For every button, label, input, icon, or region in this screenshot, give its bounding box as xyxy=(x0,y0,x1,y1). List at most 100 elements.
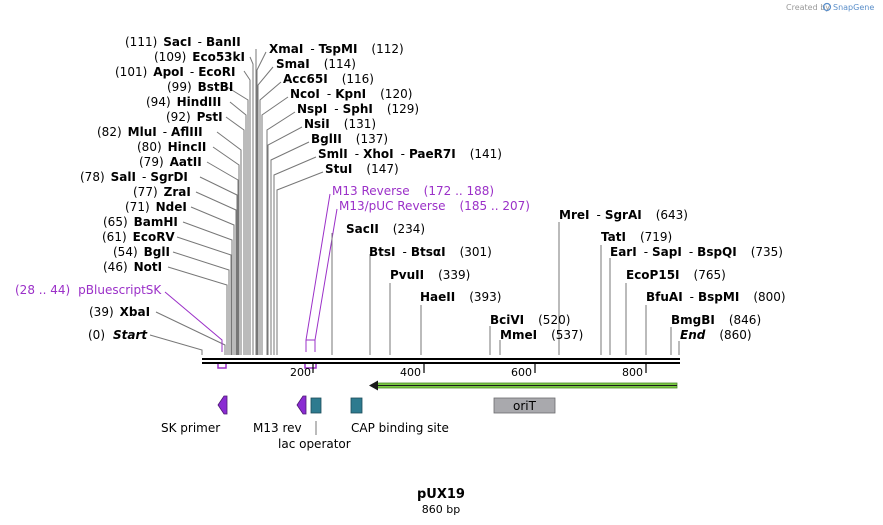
leader-nsii xyxy=(267,126,303,355)
site-label-ecorv: (61)EcoRV xyxy=(102,230,175,244)
site-label-bmgbi: BmgBI(846) xyxy=(671,313,761,327)
site-label-xmai: XmaI-TspMI(112) xyxy=(269,42,404,56)
ruler-label-200: 200 xyxy=(290,366,311,379)
site-label-smli: SmlI-XhoI-PaeR7I(141) xyxy=(318,147,502,161)
left-site-labels: (111)SacI-BanII (109)Eco53kI (101)ApoI-E… xyxy=(15,35,245,342)
site-label-mlui: (82)MluI-AflIII xyxy=(97,125,203,139)
ruler-label-600: 600 xyxy=(511,366,532,379)
cap-binding-site-box xyxy=(350,397,363,414)
site-label-eco53ki: (109)Eco53kI xyxy=(154,50,245,64)
snapgene-logo-icon xyxy=(822,2,832,12)
site-label-apoi: (101)ApoI-EcoRI xyxy=(115,65,235,79)
leader-hincii xyxy=(212,146,240,355)
site-label-eari: EarI-SapI-BspQI(735) xyxy=(610,245,783,259)
site-label-ecop15i: EcoP15I(765) xyxy=(626,268,726,282)
leader-acc65i xyxy=(259,81,282,355)
site-label-start: (0)Start xyxy=(88,328,148,342)
leader-mlui xyxy=(216,131,242,355)
mid-leader-lines xyxy=(331,222,680,355)
leader-stui xyxy=(276,171,324,355)
site-label-psti: (92)PstI xyxy=(166,110,223,124)
site-label-aatii: (79)AatII xyxy=(139,155,202,169)
lac-operator-label: lac operator xyxy=(278,437,351,451)
leader-ndei xyxy=(190,206,235,355)
leader-smai xyxy=(257,66,274,355)
site-label-smai: SmaI(114) xyxy=(276,57,356,71)
leader-bstbi xyxy=(226,86,249,355)
site-label-haeii: HaeII(393) xyxy=(420,290,502,304)
site-label-hincii: (80)HincII xyxy=(137,140,206,154)
site-label-saci: (111)SacI-BanII xyxy=(125,35,241,49)
leader-nspi xyxy=(266,111,296,355)
site-label-noti: (46)NotI xyxy=(103,260,162,274)
plasmid-name: pUX19 xyxy=(417,487,465,502)
m13-rev-arrow-icon xyxy=(296,395,307,415)
cap-binding-site-label: CAP binding site xyxy=(351,421,449,435)
leader-aatii xyxy=(206,161,239,355)
m13-rev-label: M13 rev xyxy=(253,421,302,435)
leader-xmai xyxy=(256,51,267,355)
orit-direction-arrow xyxy=(369,380,678,391)
ruler: 200 400 600 800 xyxy=(290,364,647,379)
site-label-sacii: SacII(234) xyxy=(346,222,425,236)
leader-start xyxy=(149,334,203,355)
site-label-nspi: NspI-SphI(129) xyxy=(297,102,419,116)
site-label-bcivi: BciVI(520) xyxy=(490,313,570,327)
lac-operator-box xyxy=(310,397,322,414)
credit-text: Created by xyxy=(786,3,830,12)
features: oriT SK primer M13 rev lac operator CAP … xyxy=(161,395,556,451)
site-label-acc65i: Acc65I(116) xyxy=(283,72,374,86)
site-label-bglii: BglII(137) xyxy=(311,132,388,146)
sk-primer-label: SK primer xyxy=(161,421,220,435)
site-label-end: End(860) xyxy=(680,328,752,342)
leader-m13-puc-reverse xyxy=(314,208,338,352)
site-label-ndei: (71)NdeI xyxy=(125,200,187,214)
site-label-stui: StuI(147) xyxy=(325,162,399,176)
snapgene-credit: Created by SnapGene xyxy=(786,2,874,12)
leader-bgli xyxy=(172,251,230,355)
site-label-sali: (78)SalI-SgrDI xyxy=(80,170,188,184)
primer-label-pbluescriptsk: (28 .. 44)pBluescriptSK xyxy=(15,283,162,297)
sk-primer-site-bracket xyxy=(217,364,227,369)
far-site-labels: MreI-SgrAI(643) TatI(719) EarI-SapI-BspQ… xyxy=(559,208,786,342)
site-label-mrei: MreI-SgrAI(643) xyxy=(559,208,688,222)
leader-xbai xyxy=(155,311,226,355)
leader-psti xyxy=(225,116,245,355)
leader-smli xyxy=(273,156,317,355)
credit-brand: SnapGene xyxy=(833,3,874,12)
leader-hindiii xyxy=(229,101,247,355)
leader-bamhi xyxy=(182,221,233,355)
site-label-hindiii: (94)HindIII xyxy=(146,95,221,109)
site-label-nsii: NsiI(131) xyxy=(304,117,376,131)
orit-label: oriT xyxy=(513,399,537,413)
site-label-xbai: (39)XbaI xyxy=(89,305,150,319)
site-label-pvuii: PvuII(339) xyxy=(390,268,470,282)
right-leader-lines xyxy=(256,51,324,355)
site-label-bgli: (54)BglI xyxy=(113,245,170,259)
leader-apoi xyxy=(243,70,251,355)
site-label-ncoi: NcoI-KpnI(120) xyxy=(290,87,412,101)
dna-backbone xyxy=(202,358,680,369)
leader-sali xyxy=(199,176,238,355)
sk-primer-arrow-icon xyxy=(217,395,228,415)
arrow-head xyxy=(369,380,378,391)
right-site-labels: XmaI-TspMI(112) SmaI(114) Acc65I(116) Nc… xyxy=(269,42,530,213)
primer-leaders xyxy=(164,193,338,352)
site-label-zrai: (77)ZraI xyxy=(133,185,191,199)
leader-eco53ki xyxy=(249,56,254,355)
ruler-label-800: 800 xyxy=(622,366,643,379)
mid-site-labels: SacII(234) BtsI-BtsαI(301) PvuII(339) Ha… xyxy=(346,222,583,342)
left-leader-lines xyxy=(149,49,257,355)
site-label-bfuai: BfuAI-BspMI(800) xyxy=(646,290,786,304)
orit-box xyxy=(493,397,556,414)
plasmid-length: 860 bp xyxy=(422,503,460,516)
leader-noti xyxy=(167,266,228,355)
primer-label-m13-puc-reverse: M13/pUC Reverse(185 .. 207) xyxy=(339,199,530,213)
leader-bglii xyxy=(270,141,310,355)
m13-site-bracket xyxy=(304,364,317,369)
leader-pbluescriptsk xyxy=(164,291,223,352)
leader-ncoi xyxy=(261,96,289,355)
leader-ecorv xyxy=(176,236,232,355)
plasmid-title-block: pUX19 860 bp xyxy=(417,487,465,516)
